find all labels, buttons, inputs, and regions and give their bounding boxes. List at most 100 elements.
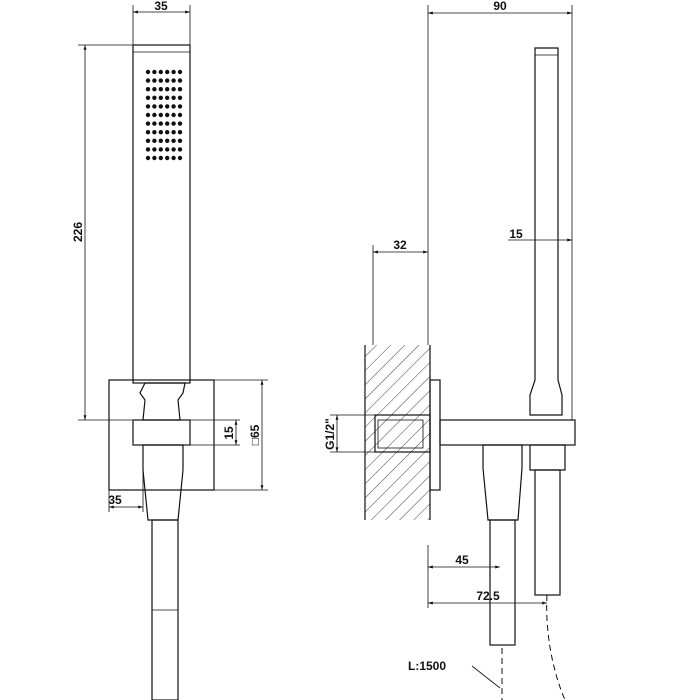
nozzle-dot [171,78,176,83]
dim-hose-length: L:1500 [408,659,446,673]
nozzle-dot [152,78,157,83]
nozzle-dot [152,112,157,118]
wall-hatch [365,345,430,520]
nozzle-dot [152,69,157,75]
nozzle-dot [165,87,170,92]
nozzle-dot [158,155,163,161]
nozzle-dot [145,147,151,152]
nozzle-dot [171,138,176,143]
leader-line [471,665,501,689]
nozzle-dot [158,130,163,135]
nozzle-dot [152,87,157,92]
nozzle-dot [177,104,183,109]
nozzle-dot [165,95,170,101]
nozzle-dot [171,121,176,126]
spray-nozzles [145,69,183,161]
nozzle-dot [152,121,157,126]
nozzle-dot [145,69,151,75]
front-dimensions: 35 226 15 □65 35 [71,0,268,512]
nozzle-dot [152,95,157,101]
outlet-hose [489,519,516,646]
dim-bracket-size: □65 [248,424,262,445]
nozzle-dot [165,138,170,143]
nozzle-dot [177,155,183,161]
dim-side-handle-offset: 15 [509,227,523,241]
nozzle-dot [158,87,163,92]
nozzle-dot [171,104,176,109]
nozzle-dot [145,78,151,83]
nozzle-dot [171,87,176,92]
hose-connector [142,444,184,521]
dim-outlet-distance: 45 [455,553,469,567]
nozzle-dot [145,155,151,161]
nozzle-dot [158,121,163,126]
nozzle-dot [145,138,151,143]
nozzle-dot [165,112,170,118]
nozzle-dot [145,121,151,126]
nozzle-dot [145,87,151,92]
nozzle-dot [165,69,170,75]
nozzle-dot [158,147,163,152]
nozzle-dot [158,138,163,143]
nozzle-dot [177,121,183,126]
side-connector [529,444,566,471]
front-view [108,44,215,700]
nozzle-dot [158,112,163,118]
nozzle-dot [165,104,170,109]
nozzle-dot [171,112,176,118]
nozzle-dot [145,95,151,101]
nozzle-dot [145,112,151,118]
nozzle-dot [152,155,157,161]
nozzle-dot [145,104,151,109]
handshower-side [529,47,563,416]
nozzle-dot [165,121,170,126]
nozzle-dot [152,130,157,135]
wall-plate [429,379,441,491]
nozzle-dot [177,87,183,92]
nozzle-dot [158,104,163,109]
dim-bracket-bottom-width: 35 [108,493,122,507]
nozzle-dot [152,147,157,152]
bracket-holder [132,419,191,446]
handshower-body [132,44,191,384]
nozzle-dot [152,138,157,143]
nozzle-dot [171,130,176,135]
side-view [364,47,576,700]
wall-bracket [108,379,215,491]
side-hose [534,469,561,596]
nozzle-dot [177,69,183,75]
nozzle-dot [177,130,183,135]
nozzle-dot [165,130,170,135]
nozzle-dot [145,130,151,135]
nozzle-dot [177,147,183,152]
nozzle-dot [158,78,163,83]
dim-side-projection: 90 [493,0,507,13]
dim-front-height: 226 [71,222,85,242]
nozzle-dot [177,112,183,118]
nozzle-dot [177,78,183,83]
handle-cone [139,382,186,421]
side-dimensions: 90 32 15 G1/2" 45 72.5 L:1500 [323,0,573,689]
dim-hose-distance: 72.5 [476,589,500,603]
nozzle-dot [171,147,176,152]
dim-bracket-offset: 15 [222,426,236,440]
hose-continuation [546,594,566,700]
dim-thread: G1/2" [323,418,337,450]
nozzle-dot [171,95,176,101]
nozzle-dot [152,104,157,109]
dim-front-width: 35 [154,0,168,13]
nozzle-dot [158,69,163,75]
nozzle-dot [158,95,163,101]
inlet-inner [377,419,424,449]
nozzle-dot [177,95,183,101]
nozzle-dot [165,147,170,152]
nozzle-dot [165,78,170,83]
nozzle-dot [171,155,176,161]
dim-wall-depth: 32 [393,238,407,252]
nozzle-dot [171,69,176,75]
nozzle-dot [165,155,170,161]
bracket-arm [439,419,576,446]
nozzle-dot [177,138,183,143]
